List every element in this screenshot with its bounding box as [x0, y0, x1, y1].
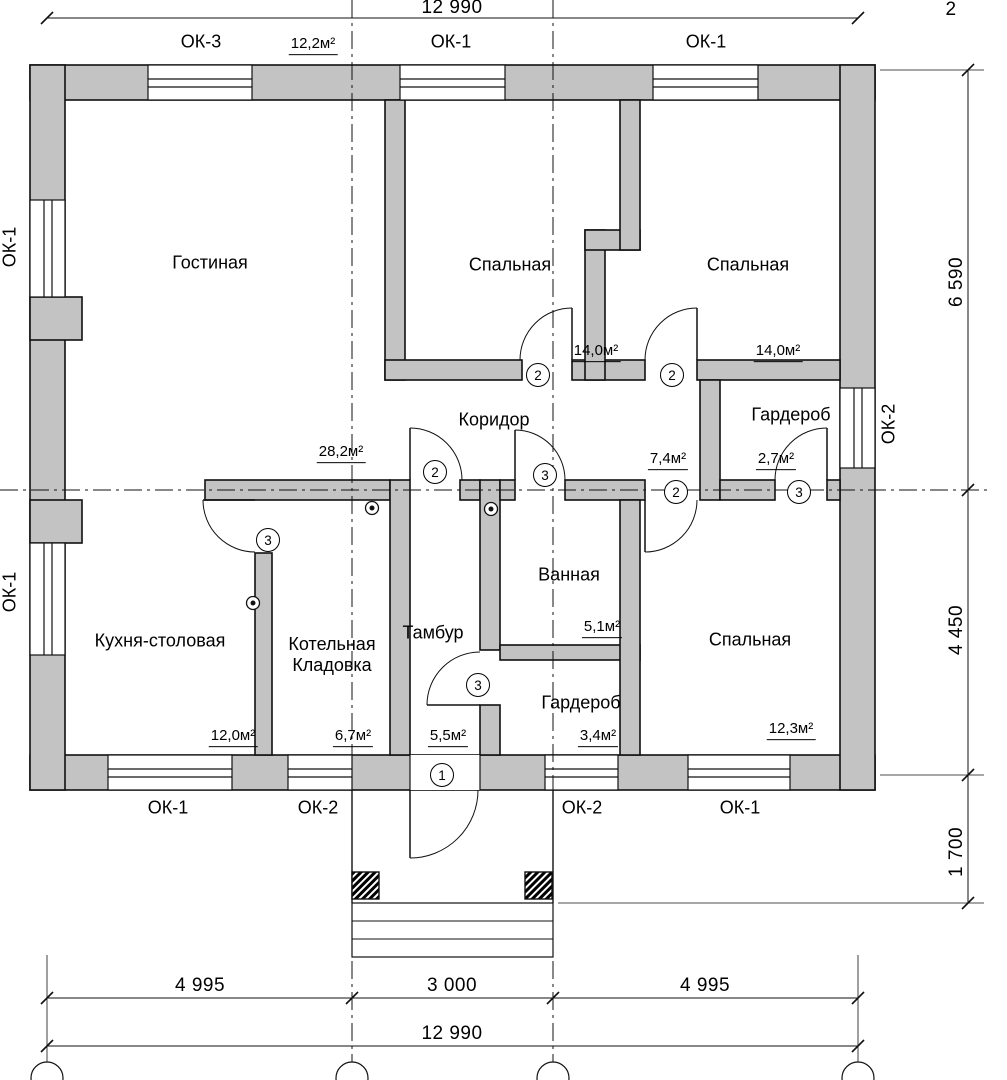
room-label-bedroom3: Спальная	[708, 629, 792, 650]
vent-symbol	[483, 501, 499, 517]
vent-symbol	[364, 500, 380, 516]
window-top-right-ok1	[652, 64, 759, 101]
dimension-span-right: 4 995	[679, 974, 731, 996]
area-label-bedroom3: 12,3м²	[766, 720, 816, 740]
door-symbols	[202, 307, 828, 859]
vent-symbol	[245, 595, 261, 611]
area-label-kitchen: 12,0м²	[208, 727, 258, 747]
door-entrance	[409, 789, 479, 859]
axis-bubble	[30, 1061, 64, 1080]
door-bathroom	[514, 429, 566, 481]
interior-walls	[204, 99, 841, 756]
window-label-top-middle: ОК-1	[430, 31, 472, 52]
area-label-bedroom1: 14,0м²	[571, 342, 621, 362]
window-top-middle-ok1	[399, 64, 506, 101]
dimension-right-upper: 6 590	[945, 256, 967, 308]
window-label-left-lower: ОК-1	[0, 571, 20, 613]
room-label-bedroom1: Спальная	[468, 254, 552, 275]
door-mark-vestibule: 2	[423, 460, 447, 484]
area-label-wardrobe-bottom: 3,4м²	[577, 727, 619, 747]
axis-bubble	[335, 1061, 369, 1080]
dimension-span-left: 4 995	[174, 974, 226, 996]
room-label-wardrobe-bottom: Гардероб	[541, 692, 621, 713]
dimension-span-middle: 3 000	[426, 974, 478, 996]
door-mark-wardrobe-top: 3	[787, 480, 811, 504]
dimension-corner-mark: 2	[945, 0, 957, 20]
window-bottom-boiler-ok2	[287, 754, 353, 791]
door-bedroom1	[519, 307, 573, 361]
window-label-top-left: ОК-3	[180, 31, 222, 52]
porch-column-hatch	[524, 871, 553, 900]
door-boiler	[202, 499, 256, 553]
window-label-left-upper: ОК-1	[0, 226, 20, 268]
area-label-exterior: 12,2м²	[288, 35, 338, 55]
room-label-vestibule: Тамбур	[402, 622, 464, 643]
door-mark-bedroom3: 2	[664, 480, 688, 504]
room-label-living: Гостиная	[172, 252, 248, 273]
dimension-right-lower: 4 450	[945, 604, 967, 656]
door-mark-entrance: 1	[430, 763, 454, 787]
door-wardrobe-bottom	[426, 651, 481, 706]
window-label-bottom-kitchen: ОК-1	[147, 797, 189, 818]
door-bedroom2	[644, 307, 698, 361]
door-mark-bathroom: 3	[533, 463, 557, 487]
room-label-kitchen: Кухня-столовая	[94, 630, 226, 651]
window-left-lower-ok1	[29, 542, 66, 656]
door-mark-wardrobe-bottom: 3	[466, 673, 490, 697]
axis-bubble	[536, 1061, 570, 1080]
window-left-upper-ok1	[29, 199, 66, 298]
dimension-total-top: 12 990	[421, 0, 483, 18]
room-label-boiler: Котельная Кладовка	[288, 634, 375, 676]
window-label-bottom-boiler: ОК-2	[297, 797, 339, 818]
dimension-lines	[30, 11, 984, 1080]
door-mark-bedroom1: 2	[526, 363, 550, 387]
area-label-vestibule: 5,5м²	[427, 727, 469, 747]
room-label-bedroom2: Спальная	[706, 254, 790, 275]
door-wardrobe-top	[774, 427, 828, 481]
window-bottom-wardrobe-ok2	[544, 754, 619, 791]
window-label-bottom-bedroom: ОК-1	[719, 797, 761, 818]
area-label-wardrobe-top: 2,7м²	[755, 450, 797, 470]
room-label-boiler-line2: Кладовка	[292, 655, 372, 675]
vent-symbols	[245, 500, 499, 611]
window-right-ok2	[839, 387, 876, 469]
window-top-left-ok3	[147, 64, 253, 101]
axis-bubble	[841, 1061, 875, 1080]
area-label-boiler: 6,7м²	[332, 727, 374, 747]
porch-column-hatch	[351, 871, 380, 900]
window-bottom-bedroom-ok1	[687, 754, 791, 791]
porch-steps	[351, 902, 554, 958]
room-label-boiler-line1: Котельная	[288, 633, 376, 654]
window-symbols	[29, 64, 876, 791]
dimension-right-porch: 1 700	[945, 826, 967, 878]
area-label-bedroom2: 14,0м²	[753, 342, 803, 362]
door-mark-bedroom2: 2	[660, 363, 684, 387]
window-label-top-right: ОК-1	[685, 31, 727, 52]
room-label-corridor: Коридор	[458, 409, 530, 430]
room-label-wardrobe-top: Гардероб	[751, 404, 831, 425]
dimension-total-bottom: 12 990	[421, 1022, 483, 1044]
porch	[351, 790, 554, 958]
window-bottom-kitchen-ok1	[107, 754, 233, 791]
area-label-corridor: 7,4м²	[647, 450, 689, 470]
area-label-bathroom: 5,1м²	[581, 618, 623, 638]
door-bedroom3	[644, 499, 698, 553]
door-mark-boiler: 3	[256, 528, 280, 552]
window-label-right: ОК-2	[878, 403, 899, 445]
area-label-living: 28,2м²	[316, 443, 366, 463]
room-label-bathroom: Ванная	[538, 564, 600, 585]
exterior-walls	[29, 64, 876, 791]
window-label-bottom-wardrobe: ОК-2	[561, 797, 603, 818]
door-vestibule-corridor	[409, 427, 463, 481]
